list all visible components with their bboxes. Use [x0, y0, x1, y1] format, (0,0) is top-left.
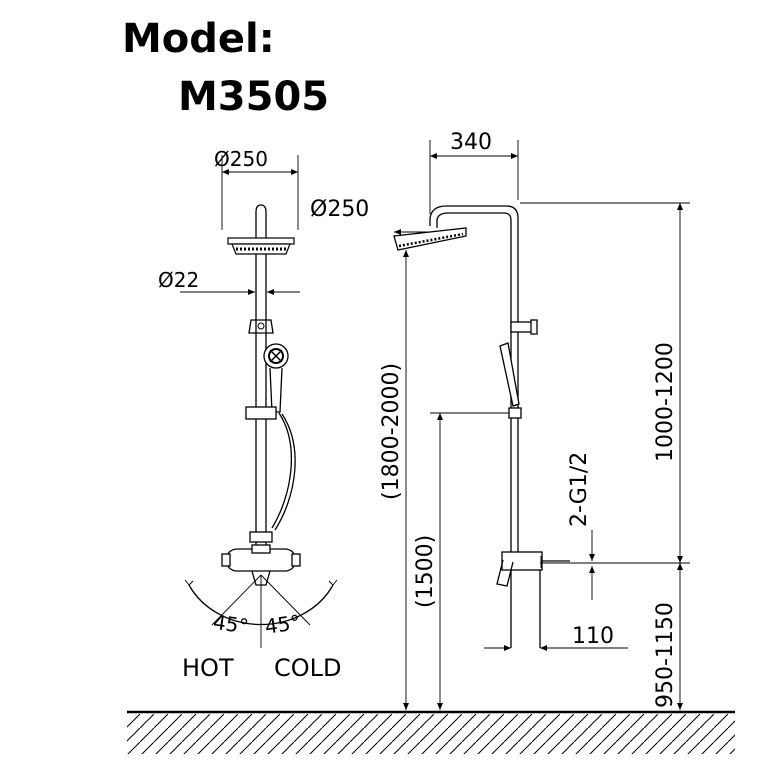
hot-cold-angle-arc — [184, 574, 338, 648]
front-head-diameter: Ø250 — [214, 147, 268, 171]
side-view: 340 Ø250 (1800-2000) (1500) 1000-1200 — [310, 130, 690, 710]
floor — [127, 710, 735, 754]
arm-length-label: 340 — [450, 130, 492, 155]
total-height-label: (1800-2000) — [379, 363, 404, 500]
model-label: Model: — [122, 16, 275, 62]
hot-angle-label: 45° — [212, 610, 250, 639]
cold-label: COLD — [274, 654, 342, 682]
front-mixer — [221, 544, 301, 586]
front-hand-shower — [263, 343, 289, 413]
side-head-diameter: Ø250 — [310, 197, 369, 222]
side-shower-head — [393, 227, 467, 251]
front-view: Ø250 Ø22 — [158, 147, 342, 682]
front-pipe-diameter: Ø22 — [158, 268, 199, 292]
mixer-height-label: 950-1150 — [653, 602, 678, 708]
model-number: M3505 — [178, 74, 329, 120]
front-shower-head — [227, 237, 295, 255]
column-height-label: 1000-1200 — [653, 342, 678, 462]
cold-angle-label: 45° — [263, 610, 301, 639]
hot-label: HOT — [182, 654, 234, 682]
slide-height-label: (1500) — [413, 535, 438, 608]
side-mixer — [496, 551, 600, 648]
inlet-depth-label: 110 — [572, 624, 614, 649]
side-hand-shower — [499, 342, 522, 419]
inlet-thread-label: 2-G1/2 — [567, 452, 592, 527]
